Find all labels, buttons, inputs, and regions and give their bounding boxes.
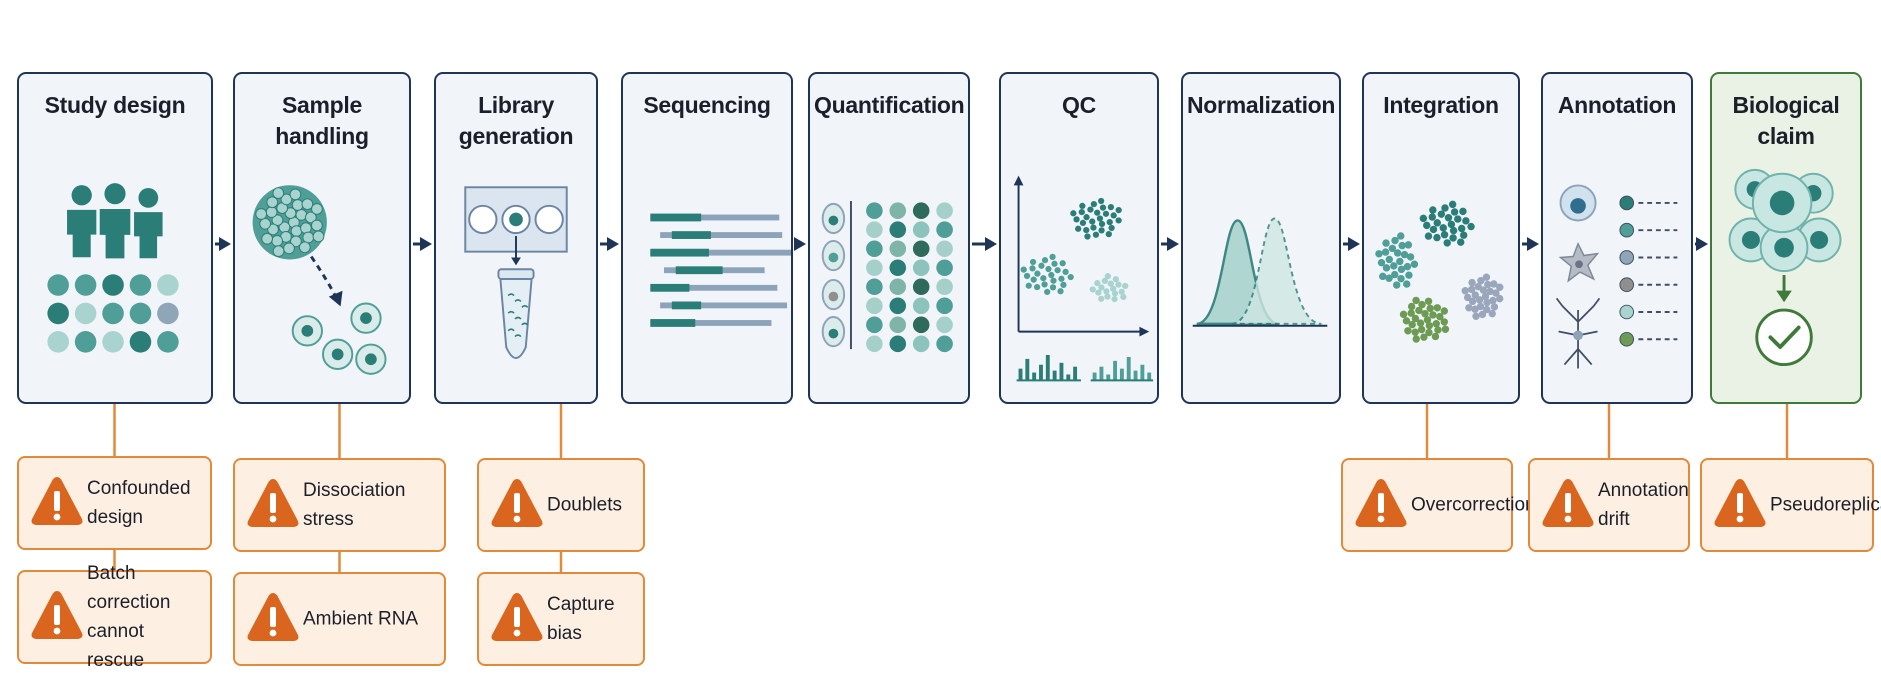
warning-icon [247,593,299,641]
flow-arrow [1161,237,1179,251]
warning-icon [491,593,543,641]
warning-icon [247,479,299,527]
count-matrix-icon [821,200,953,353]
pitfall-batch-correction: Batch correction cannot rescue [17,563,212,671]
pitfall-label-line: Dissociation stress [303,480,406,530]
warning-icon [31,477,83,525]
flow-arrow [794,237,806,251]
stage-annotation: Annotation [1541,72,1693,404]
droplet-capture-tube-icon [464,186,568,359]
pitfall-label: Capture bias [547,590,637,648]
pitfall-label-line: Annotation [1598,480,1689,501]
pitfall-label: Dissociation stress [303,476,438,534]
pitfall-label-line: drift [1598,509,1630,530]
pitfall-annotation-drift: Annotation drift [1528,458,1690,552]
stage-title: Sequencing [627,90,787,121]
stage-title-line: Normalization [1187,92,1336,118]
warning-icon [1355,479,1407,527]
stage-title: Study design [23,90,207,121]
pitfall-label: Pseudoreplication [1770,491,1881,520]
stage-title: Biological claim [1716,90,1856,152]
flow-arrow [1343,237,1360,251]
pitfall-label-line: Overcorrection [1411,494,1536,516]
stage-title-line: claim [1757,123,1815,149]
stage-title: Quantification [814,90,965,121]
stage-title: Library generation [440,90,592,152]
pitfall-doublets: Doublets [477,458,645,552]
flow-arrow [215,237,231,251]
flow-arrow [1522,237,1539,251]
stage-title-line: Study design [44,92,186,118]
warning-icon [31,591,83,639]
stage-biological-claim: Biological claim [1710,72,1862,404]
cell-type-labels-icon [1555,184,1678,369]
qc-scatter-histogram-icon [1013,175,1154,382]
pitfall-dissociation-stress: Dissociation stress [233,458,446,552]
stage-integration: Integration [1362,72,1520,404]
pitfall-label: Confounded design [87,474,204,532]
pitfall-pseudoreplication: Pseudoreplication [1700,458,1881,552]
stage-title-line: QC [1062,92,1096,118]
pitfall-label-line: design [87,507,143,528]
stage-title-line: Integration [1383,92,1499,118]
stage-sequencing: Sequencing [621,72,793,404]
pitfall-label-line: Confounded [87,478,191,499]
pitfall-label-line: cannot rescue [87,621,145,671]
stage-title: Integration [1368,90,1514,121]
pitfall-label: Overcorrection [1411,491,1536,520]
stage-title-line: generation [458,123,574,149]
stage-study-design: Study design [17,72,213,404]
stage-title: Normalization [1187,90,1335,121]
pitfall-capture-bias: Capture bias [477,572,645,666]
stage-title-line: Biological [1732,92,1840,118]
stage-title-line: Sequencing [643,92,771,118]
flow-arrow [600,237,619,251]
pitfall-label: Doublets [547,491,637,520]
stage-normalization: Normalization [1181,72,1341,404]
stage-sample-handling: Sample handling [233,72,411,404]
pitfall-label-line: Ambient RNA [303,608,419,630]
pitfall-label: Ambient RNA [303,605,438,634]
stage-title-line: Quantification [814,92,965,118]
pitfall-label-line: Capture bias [547,594,615,644]
flow-arrow [413,237,432,251]
warning-icon [1542,479,1594,527]
pitfall-ambient-rna: Ambient RNA [233,572,446,666]
warning-icon [491,479,543,527]
pitfall-label-line: Doublets [547,494,622,516]
pitfall-label: Batch correction cannot rescue [87,559,204,675]
stage-qc: QC [999,72,1159,404]
pitfall-confounded-design: Confounded design [17,456,212,550]
pitfall-label-line: Pseudoreplication [1770,494,1881,516]
pitfall-label-line: Batch correction [87,563,171,613]
stage-title: Annotation [1547,90,1687,121]
stage-title: QC [1005,90,1153,121]
cells-checkmark-icon [1728,168,1842,367]
pitfall-overcorrection: Overcorrection [1341,458,1536,552]
pitfall-label: Annotation drift [1598,476,1689,534]
stage-title-line: Library [478,92,554,118]
stage-title-line: handling [275,123,369,149]
stage-library-generation: Library generation [434,72,598,404]
stage-title-line: Annotation [1557,92,1677,118]
tissue-dissociation-icon [252,185,387,375]
stage-title-line: Sample [281,92,362,118]
cluster-integration-icon [1375,200,1504,343]
stage-quantification: Quantification [808,72,970,404]
sequencing-reads-icon [650,213,791,327]
warning-icon [1714,479,1766,527]
stage-title: Sample handling [239,90,405,152]
people-and-sample-grid-icon [47,183,179,353]
flow-arrow [972,237,997,251]
distribution-curves-icon [1192,217,1328,327]
flow-arrow [1695,237,1708,251]
